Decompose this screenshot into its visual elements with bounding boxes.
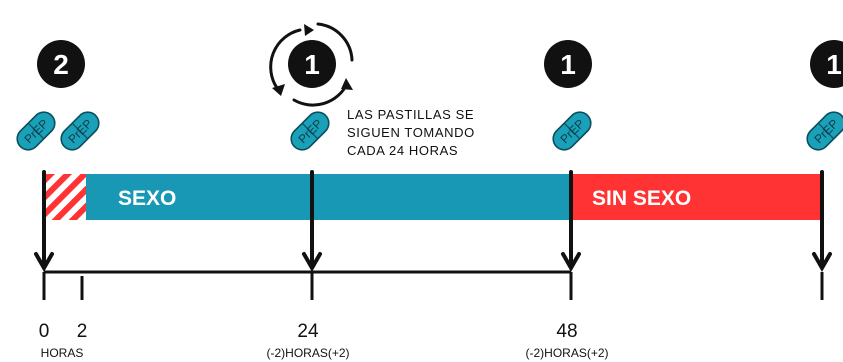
dose-badge: 1 [810, 40, 843, 88]
pill-icon: PrEP [801, 106, 843, 156]
pill-icon: PrEP [11, 106, 61, 156]
window-caption: (-2)HORAS(+2) [266, 346, 349, 360]
down-arrow-icon [561, 170, 581, 273]
svg-text:1: 1 [304, 49, 320, 80]
svg-text:LAS PASTILLAS SE: LAS PASTILLAS SE [347, 107, 474, 122]
svg-text:SIGUEN TOMANDO: SIGUEN TOMANDO [347, 125, 475, 140]
tick-label: 48 [556, 321, 577, 342]
dose-badge: 1 [288, 40, 336, 88]
pill-icon: PrEP [55, 106, 105, 156]
tick-label: 0 [39, 321, 50, 342]
hatched-segment [46, 174, 86, 220]
down-arrow-icon [812, 170, 832, 273]
down-arrow-icon [34, 170, 54, 273]
sin-sexo-segment [571, 174, 822, 220]
svg-text:2: 2 [53, 49, 69, 80]
pill-icon: PrEP [285, 106, 335, 156]
svg-text:CADA 24 HORAS: CADA 24 HORAS [347, 143, 458, 158]
sexo-label: SEXO [118, 187, 176, 210]
svg-text:1: 1 [560, 49, 576, 80]
dosing-note: LAS PASTILLAS SE SIGUEN TOMANDO CADA 24 … [347, 107, 475, 158]
refresh-cycle-icon [269, 22, 354, 107]
dose-badge: 2 [37, 40, 85, 88]
time-axis [42, 270, 824, 300]
sin-sexo-label: SIN SEXO [592, 187, 691, 210]
tick-label: 24 [297, 321, 319, 342]
tick-label: 2 [77, 321, 88, 342]
sexo-segment [86, 174, 571, 220]
svg-text:1: 1 [826, 49, 842, 80]
pill-icon: PrEP [547, 106, 597, 156]
dose-badge: 1 [544, 40, 592, 88]
horas-caption: HORAS [41, 346, 84, 360]
window-caption: (-2)HORAS(+2) [525, 346, 608, 360]
down-arrow-icon [302, 170, 322, 273]
